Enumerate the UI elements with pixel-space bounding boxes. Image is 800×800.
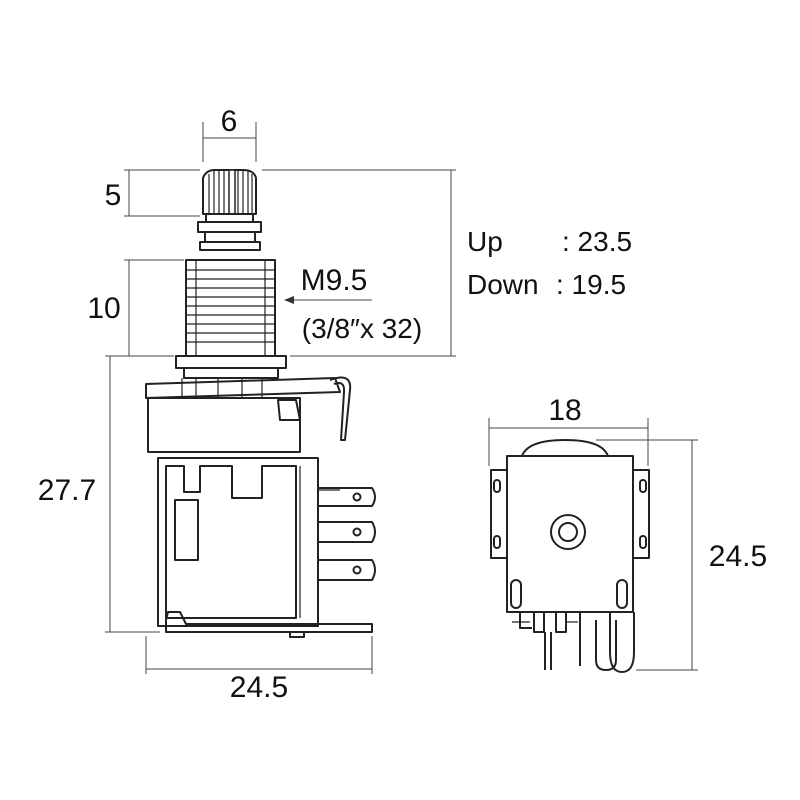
stroke-down-label: Down — [467, 269, 539, 300]
side-dimensions — [488, 418, 698, 671]
stroke-up-label: Up — [467, 226, 503, 257]
dim-body-height: 27.7 — [38, 474, 96, 507]
thread-spec: M9.5 — [301, 264, 368, 297]
side-view — [490, 439, 650, 673]
dim-knurl-height: 5 — [105, 179, 122, 212]
dim-bushing-length: 10 — [87, 292, 120, 325]
front-view: 6 5 10 27.7 24.5 M9.5 (3/8″x 32) — [38, 105, 456, 704]
stroke-down-value: : 19.5 — [556, 269, 626, 300]
dim-shaft-diameter: 6 — [221, 105, 238, 138]
pot-body — [145, 376, 376, 638]
knurled-shaft — [197, 169, 262, 251]
dim-side-height: 24.5 — [709, 540, 767, 573]
stroke-up-value: : 23.5 — [562, 226, 632, 257]
threaded-bushing — [175, 259, 287, 379]
thread-imperial: (3/8″x 32) — [302, 313, 422, 344]
front-dimensions — [105, 122, 456, 674]
dim-side-width: 18 — [548, 394, 581, 427]
stroke-info: Up : 23.5 Down : 19.5 — [467, 226, 632, 300]
dim-body-width: 24.5 — [230, 671, 288, 704]
